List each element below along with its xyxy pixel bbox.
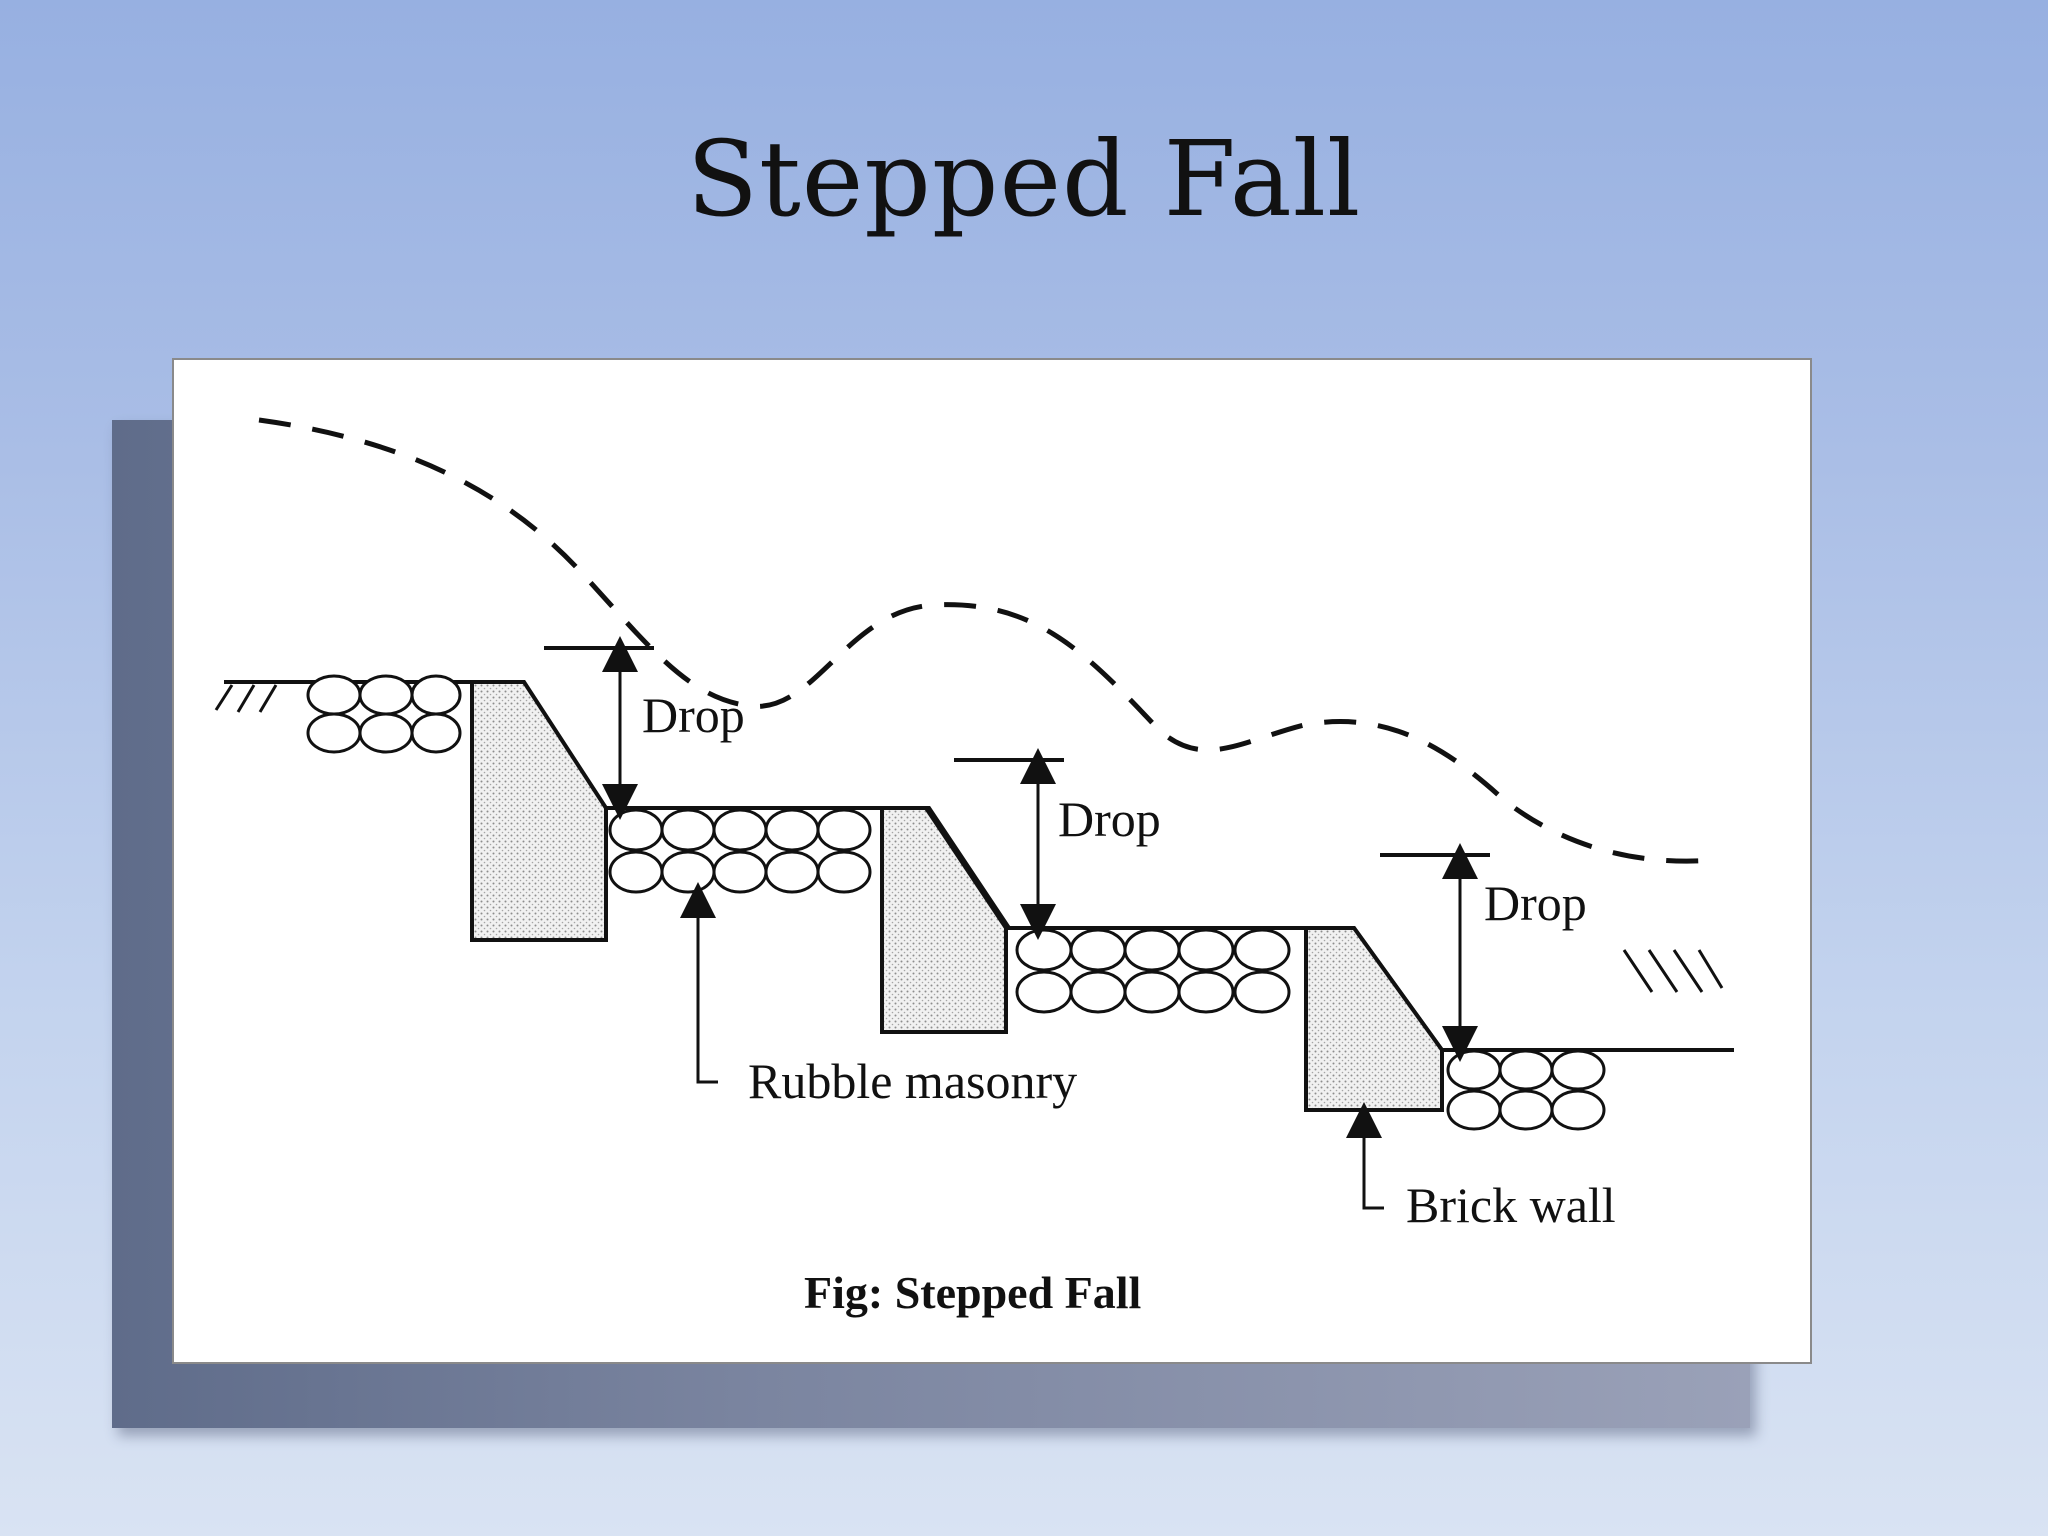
drop-dimension-2 — [954, 748, 1064, 940]
drop-label-2: Drop — [1058, 791, 1161, 847]
figure-caption: Fig: Stepped Fall — [804, 1267, 1141, 1318]
stepped-fall-diagram: Drop Drop Drop Rubble masonry Brick wall… — [214, 417, 1734, 1318]
slide-title: Stepped Fall — [686, 118, 1362, 240]
brick-wall-1 — [470, 680, 608, 942]
rubble-stones-middle-2 — [1015, 928, 1291, 1014]
drop-dimension-1 — [544, 636, 654, 820]
brick-wall-leader — [1346, 1102, 1384, 1210]
brick-wall-3 — [1304, 926, 1444, 1112]
ground-hatch-right — [1622, 949, 1724, 993]
drop-label-3: Drop — [1484, 875, 1587, 931]
figure-panel: Drop Drop Drop Rubble masonry Brick wall… — [172, 358, 1812, 1364]
rubble-stones-right — [1446, 1049, 1606, 1131]
rubble-masonry-label: Rubble masonry — [748, 1053, 1077, 1109]
rubble-stones-left — [306, 674, 462, 754]
brick-wall-label: Brick wall — [1406, 1177, 1616, 1233]
water-surface-line — [258, 417, 1715, 864]
ground-hatch-left — [214, 684, 278, 713]
drop-dimension-3 — [1380, 843, 1490, 1062]
drop-label-1: Drop — [642, 687, 745, 743]
brick-wall-2 — [880, 806, 1008, 1034]
rubble-leader — [680, 882, 718, 1084]
rubble-stones-middle-1 — [608, 808, 872, 894]
